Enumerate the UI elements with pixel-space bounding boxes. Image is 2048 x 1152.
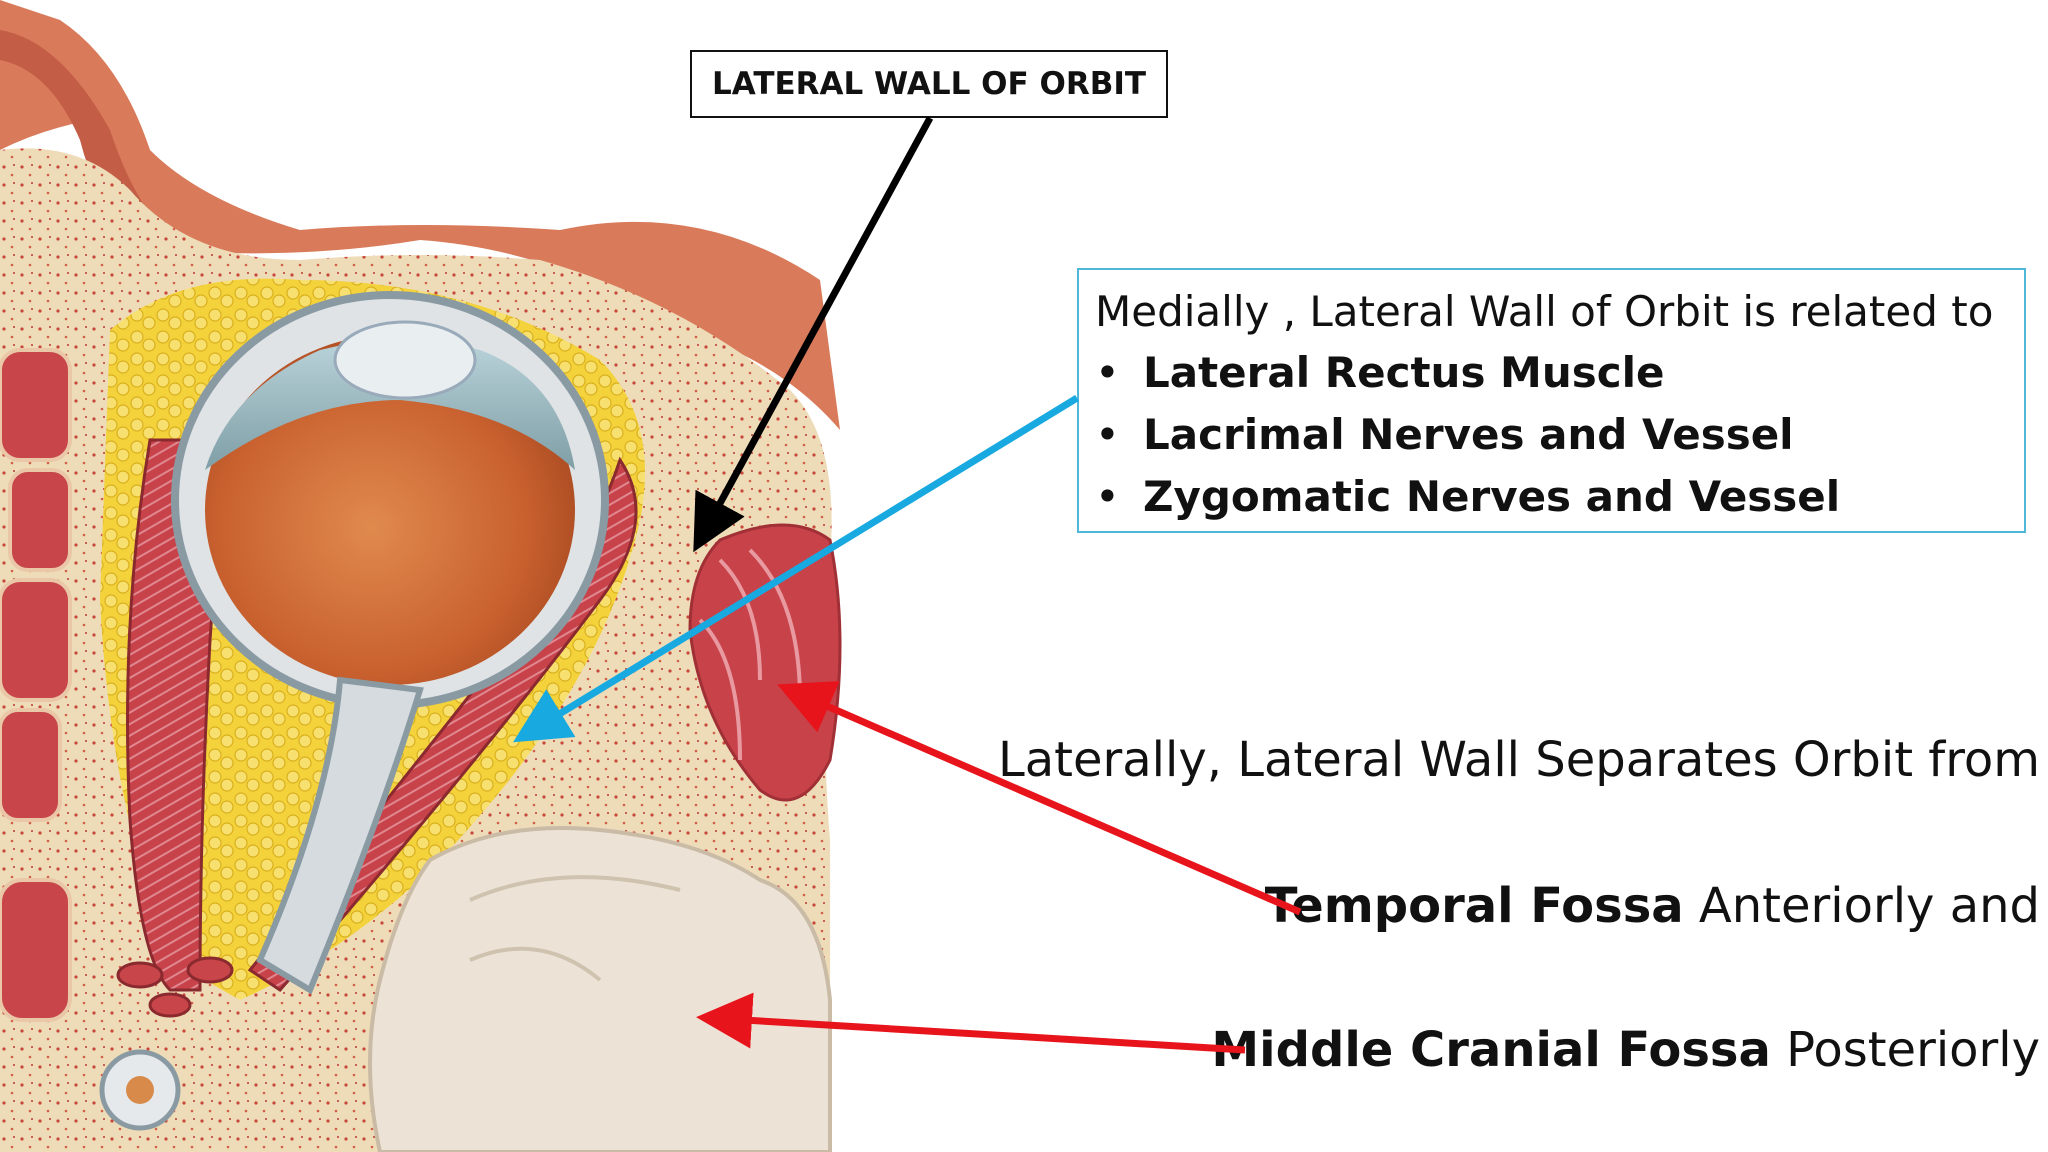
list-item: • Lacrimal Nerves and Vessel (1095, 404, 2024, 466)
list-item: • Lateral Rectus Muscle (1095, 342, 2024, 404)
medial-relations-list: • Lateral Rectus Muscle • Lacrimal Nerves … (1095, 342, 2024, 528)
medial-relations-box: Medially , Lateral Wall of Orbit is rela… (1077, 268, 2026, 533)
eyeball (99, 291, 609, 1131)
list-item-label: Zygomatic Nerves and Vessel (1143, 472, 1841, 521)
bullet-icon: • (1095, 348, 1120, 397)
list-item-label: Lateral Rectus Muscle (1143, 348, 1665, 397)
temporal-fossa-label: Temporal Fossa (1264, 878, 1684, 934)
lateral-wall-title-box: LATERAL WALL OF ORBIT (690, 50, 1168, 118)
lateral-intro-text: Laterally, Lateral Wall Separates Orbit … (998, 732, 2040, 788)
list-item-label: Lacrimal Nerves and Vessel (1143, 410, 1794, 459)
medial-intro-text: Medially , Lateral Wall of Orbit is rela… (1095, 287, 1994, 336)
middle-cranial-fossa-line: Middle Cranial Fossa Posteriorly (1211, 1022, 2040, 1078)
middle-cranial-fossa-suffix: Posteriorly (1770, 1022, 2040, 1078)
middle-cranial-fossa-label: Middle Cranial Fossa (1211, 1022, 1771, 1078)
bullet-icon: • (1095, 472, 1120, 521)
bullet-icon: • (1095, 410, 1120, 459)
list-item: • Zygomatic Nerves and Vessel (1095, 466, 2024, 528)
temporal-fossa-line: Temporal Fossa Anteriorly and (1265, 878, 2040, 934)
middle-cranial-fossa-brain (368, 826, 832, 1152)
temporal-fossa-suffix: Anteriorly and (1683, 878, 2040, 934)
